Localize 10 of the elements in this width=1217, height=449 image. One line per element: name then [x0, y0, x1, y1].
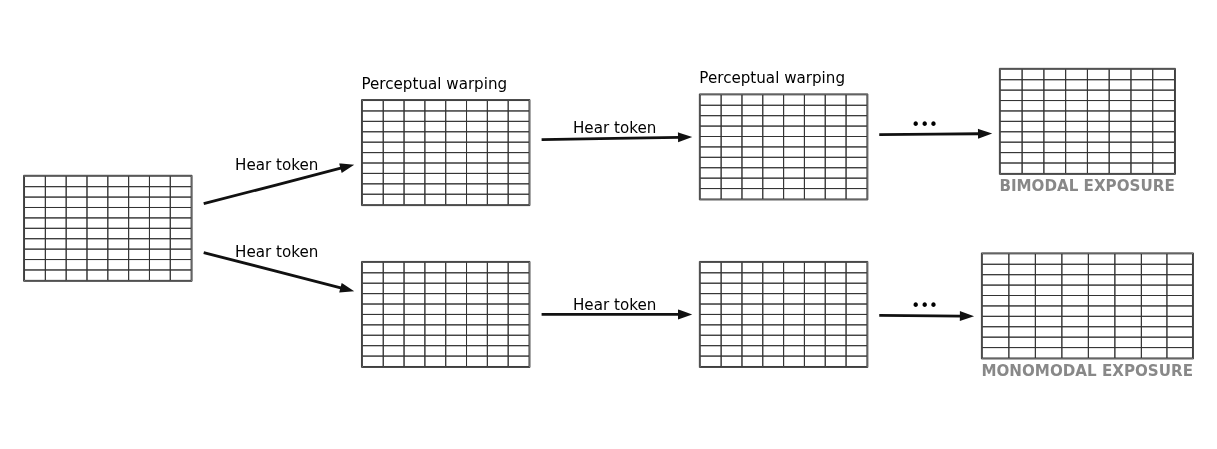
- edge-label: Hear token: [573, 295, 657, 314]
- node-label: Perceptual warping: [361, 74, 508, 93]
- edge-label: Hear token: [235, 242, 319, 261]
- node-label: MONOMODAL EXPOSURE: [981, 361, 1194, 380]
- node-label: Perceptual warping: [699, 68, 845, 87]
- edge-label: Hear token: [573, 118, 657, 137]
- edge-label: •••: [911, 115, 939, 134]
- node-label: BIMODAL EXPOSURE: [999, 176, 1175, 195]
- edge-label: •••: [911, 296, 939, 315]
- edge-label: Hear token: [235, 155, 319, 174]
